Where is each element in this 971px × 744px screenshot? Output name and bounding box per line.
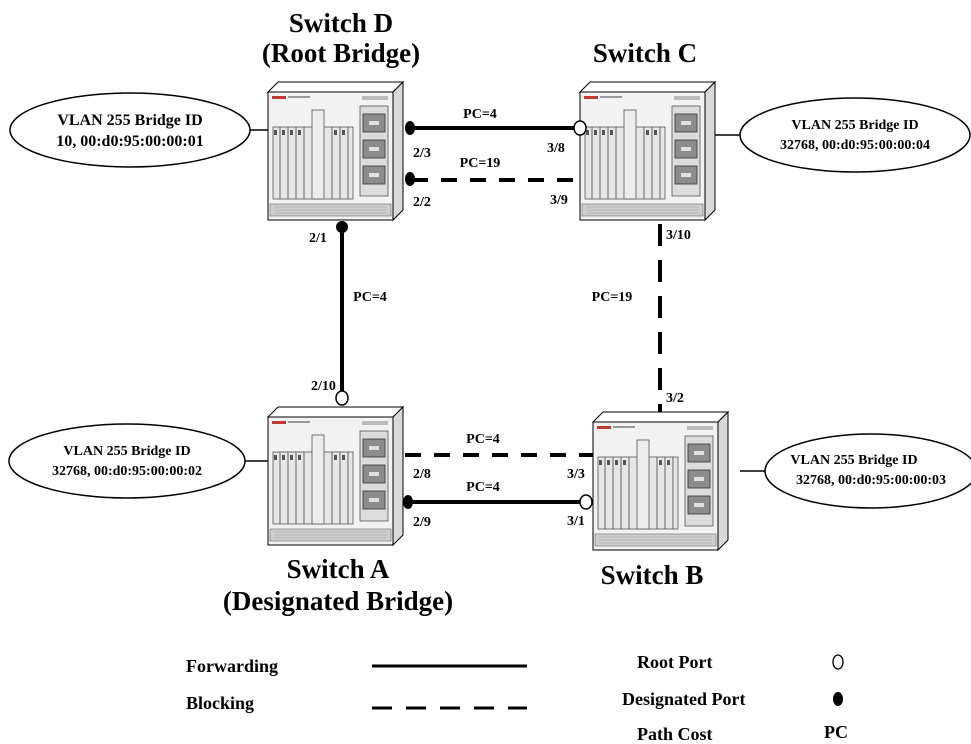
- switch-d-name: Switch D: [289, 8, 393, 38]
- switch-a-name: Switch A: [287, 554, 390, 584]
- legend-path-cost-abbr: PC: [824, 722, 848, 742]
- port-label: 3/10: [666, 228, 691, 243]
- path-cost-label: PC=4: [463, 107, 497, 122]
- bridge-id-title: VLAN 255 Bridge ID: [790, 453, 917, 468]
- port-label: 2/2: [413, 195, 431, 210]
- bridge-id-value: 32768, 00:d0:95:00:00:02: [52, 464, 202, 479]
- designated-port-marker: [405, 121, 415, 135]
- switch-b-chassis: [592, 411, 729, 551]
- switch-d-role: (Root Bridge): [262, 38, 420, 68]
- port-label: 3/9: [550, 193, 568, 208]
- switch-b-name: Switch B: [601, 560, 704, 590]
- bridge-id-title: VLAN 255 Bridge ID: [57, 112, 202, 129]
- legend-designated-port-label: Designated Port: [622, 689, 745, 709]
- legend-root-port-label: Root Port: [637, 652, 712, 672]
- legend-forwarding-label: Forwarding: [186, 656, 278, 676]
- root-port-marker: [335, 390, 349, 406]
- switch-a-bridge-id: VLAN 255 Bridge ID 32768, 00:d0:95:00:00…: [8, 423, 246, 499]
- root-port-marker: [573, 120, 587, 136]
- designated-port-marker: [336, 221, 348, 233]
- switch-c-bridge-id: VLAN 255 Bridge ID 32768, 00:d0:95:00:00…: [739, 97, 971, 173]
- port-label: 2/9: [413, 515, 431, 530]
- switch-d-chassis: [267, 81, 404, 221]
- bridge-id-value: 32768, 00:d0:95:00:00:03: [796, 473, 946, 488]
- port-label: 3/1: [567, 514, 585, 529]
- port-label: 3/3: [567, 467, 585, 482]
- switch-a-chassis: [267, 406, 404, 546]
- port-label: 2/10: [311, 379, 336, 394]
- legend-path-cost-label: Path Cost: [637, 724, 713, 744]
- port-label: 3/2: [666, 391, 684, 406]
- legend: Forwarding Blocking Root Port Designated…: [186, 652, 848, 744]
- port-label: 2/3: [413, 146, 431, 161]
- path-cost-label: PC=19: [592, 290, 633, 305]
- bridge-id-title: VLAN 255 Bridge ID: [63, 444, 190, 459]
- path-cost-label: PC=19: [460, 156, 501, 171]
- path-cost-label: PC=4: [466, 480, 500, 495]
- switch-c-chassis: [579, 81, 716, 221]
- path-cost-label: PC=4: [353, 290, 387, 305]
- port-label: 2/1: [309, 231, 327, 246]
- switch-a-role: (Designated Bridge): [223, 586, 453, 616]
- switch-d-bridge-id: VLAN 255 Bridge ID 10, 00:d0:95:00:00:01: [9, 92, 251, 168]
- bridge-id-value: 32768, 00:d0:95:00:00:04: [780, 138, 930, 153]
- legend-root-port-icon: [832, 654, 844, 670]
- designated-port-marker: [403, 495, 413, 509]
- root-port-marker: [579, 494, 593, 510]
- port-label: 3/8: [547, 141, 565, 156]
- path-cost-label: PC=4: [466, 432, 500, 447]
- bridge-id-value: 10, 00:d0:95:00:00:01: [56, 133, 204, 150]
- port-label: 2/8: [413, 467, 431, 482]
- bridge-id-title: VLAN 255 Bridge ID: [791, 118, 918, 133]
- legend-blocking-label: Blocking: [186, 693, 254, 713]
- switch-c-name: Switch C: [593, 38, 697, 68]
- legend-designated-port-icon: [833, 692, 843, 706]
- switch-b-bridge-id: VLAN 255 Bridge ID 32768, 00:d0:95:00:00…: [764, 433, 971, 509]
- designated-port-marker: [405, 172, 415, 186]
